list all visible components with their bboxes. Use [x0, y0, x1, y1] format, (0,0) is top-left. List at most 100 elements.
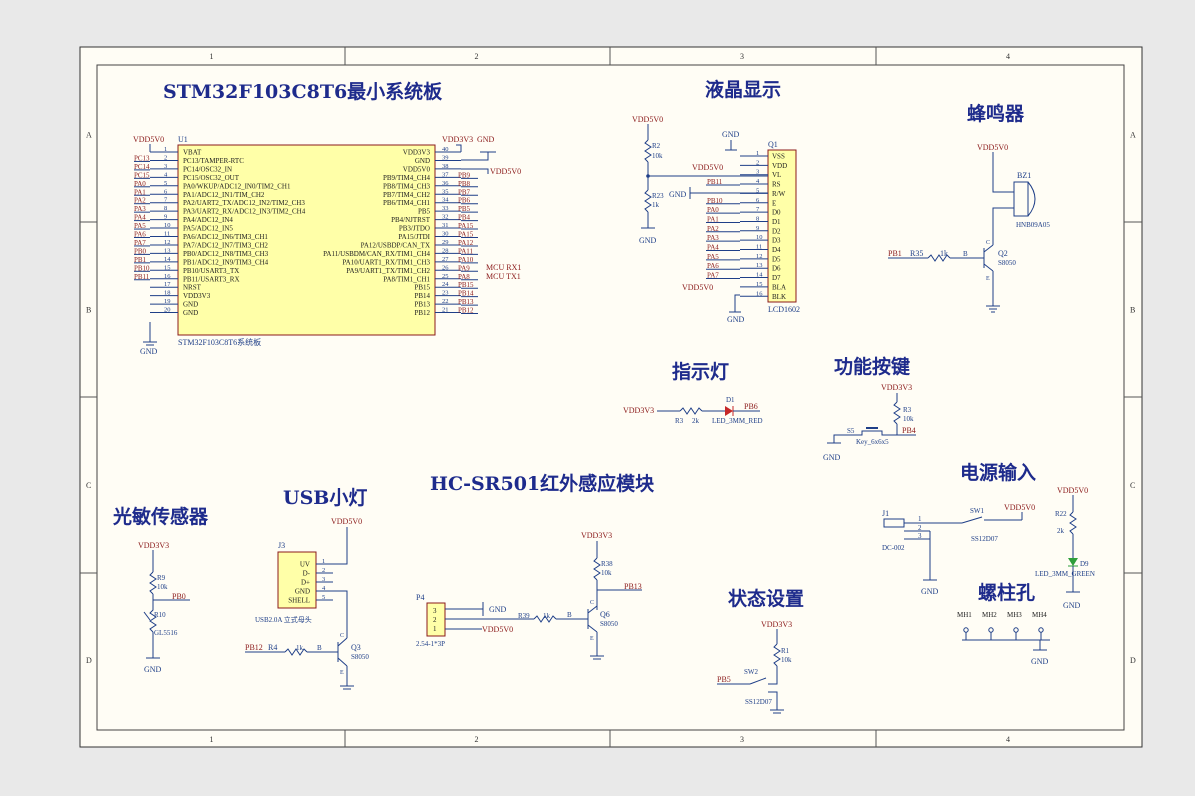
- mcu-right-net: PA10: [458, 256, 474, 264]
- screw-hole-label: MH2: [982, 611, 997, 619]
- st-rv: 10k: [781, 656, 792, 664]
- title-screw: 螺柱孔: [978, 581, 1035, 604]
- mcu-left-pin-name: PB11/USART3_RX: [183, 275, 240, 283]
- mcu-right-pin-name: PB7/TIM4_CH2: [383, 191, 431, 199]
- mcu-left-pin-num: 8: [164, 205, 167, 212]
- mcu-right-pin-num: 38: [442, 163, 449, 170]
- lcd-vdd-bla: VDD5V0: [682, 283, 713, 292]
- usb-e: E: [340, 670, 344, 676]
- pir-vdd-top: VDD3V3: [581, 531, 612, 540]
- mcu-vdd33-wire: [456, 144, 462, 152]
- key-gnd: GND: [823, 453, 841, 462]
- mcu-left-pin-num: 7: [164, 197, 168, 204]
- lcd-pin-num: 5: [756, 187, 759, 194]
- mcu-left-net: PA4: [134, 214, 146, 222]
- key-block: VDD3V3 R3 10k PB4 S5 Key_6x6x5 GND: [823, 383, 916, 462]
- lcd-pin-num: 14: [756, 272, 763, 279]
- title-power: 电源输入: [960, 461, 1036, 484]
- pwr-p1: 1: [918, 515, 922, 523]
- mcu-right-net: PA15: [458, 222, 474, 230]
- st-net: PB5: [717, 675, 731, 684]
- frame-col-bottom: 1: [210, 735, 214, 744]
- usb-resistor: [284, 648, 308, 656]
- buzzer-block: VDD5V0 BZ1 HNB09A05 PB1 R35 1k B Q2 S805…: [888, 143, 1050, 313]
- light-gnd: GND: [144, 665, 162, 674]
- buzzer-r-val: 1k: [940, 249, 948, 258]
- mcu-vdd-right: VDD3V3: [442, 135, 473, 144]
- usb-q-c: [337, 637, 348, 647]
- lcd-r2: [644, 139, 652, 163]
- lcd-pin-name: D3: [772, 237, 781, 245]
- power-block: J1 DC-002 1 2 3 GND SW1 VDD5V0 SS12D07 V…: [882, 486, 1095, 610]
- mcu-vdd-left: VDD5V0: [133, 135, 164, 144]
- mcu-left-pin-name: PA1/ADC12_IN1/TIM_CH2: [183, 191, 265, 199]
- lcd-gnd-top: GND: [722, 130, 740, 139]
- st-switch: [749, 677, 767, 685]
- mcu-left-pin-name: GND: [183, 309, 198, 317]
- mcu-right-pin-name: PB6/TIM4_CH1: [383, 199, 431, 207]
- pir-r38-ref: R38: [601, 560, 613, 568]
- lcd-pin-num: 12: [756, 253, 763, 260]
- mcu-left-pin-num: 12: [164, 239, 171, 246]
- usb-part: USB2.0A 立式母头: [255, 615, 312, 624]
- usb-q-e: [337, 657, 348, 667]
- pwr-sw: SW1: [970, 507, 985, 515]
- mcu-left-pin-num: 6: [164, 188, 168, 195]
- frame-col-top: 4: [1006, 52, 1010, 61]
- frame-row-right: C: [1130, 481, 1135, 490]
- lcd-gnd-left: GND: [639, 236, 657, 245]
- buzzer-resistor: [927, 254, 951, 262]
- usb-pin-name: UV: [300, 561, 310, 569]
- screw-hole-label: MH1: [957, 611, 972, 619]
- mcu-left-pin-name: PC15/OSC32_OUT: [183, 174, 240, 182]
- mcu-right-pin-num: 23: [442, 290, 449, 297]
- light-r: R9: [157, 574, 166, 582]
- mcu-right-pin-num: 34: [442, 197, 449, 204]
- lcd-pin-name: VSS: [772, 153, 785, 161]
- mcu-block: U1 STM32F103C8T6系统板 VDD5V0 VDD3V3 GND VD…: [133, 135, 521, 356]
- mcu-left-pin-num: 1: [164, 146, 167, 153]
- st-r: R1: [781, 647, 790, 655]
- usb-pin-name: D-: [303, 570, 311, 578]
- mcu-left-pin-name: PA0/WKUP/ADC12_IN0/TIM2_CH1: [183, 182, 291, 190]
- lcd-pin-num: 10: [756, 234, 763, 241]
- mcu-left-pin-name: GND: [183, 301, 198, 309]
- pwr-gnd: GND: [921, 587, 939, 596]
- mcu-left-net: PA2: [134, 197, 146, 205]
- pir-r39-val: 1k: [543, 612, 551, 620]
- mcu-right-net: PB7: [458, 188, 471, 196]
- mcu-right-net: PB6: [458, 197, 471, 205]
- st-gnd-wire: [768, 691, 778, 710]
- mcu-left-pin-name: PA4/ADC12_IN4: [183, 216, 233, 224]
- light-ldr: [149, 600, 157, 633]
- lcd-pin-name: E: [772, 199, 776, 207]
- mcu-left-pin-name: PC14/OSC32_IN: [183, 165, 232, 173]
- ind-rv: 2k: [692, 417, 700, 425]
- pwr-p3: 3: [918, 532, 922, 540]
- usb-qp: S8050: [351, 653, 369, 661]
- mcu-left-net: PC15: [134, 171, 150, 179]
- pir-r38: [593, 557, 601, 581]
- mcu-right-net: PA8: [458, 273, 470, 281]
- mcu-right-pin-name: PA9/UART1_TX/TIM1_CH2: [346, 267, 430, 275]
- led-green-icon: [1068, 558, 1078, 566]
- usb-vdd: VDD5V0: [331, 517, 362, 526]
- lcd-pin-name: D7: [772, 274, 781, 282]
- status-block: VDD3V3 R1 10k PB5 SW2 SS12D07: [717, 620, 792, 714]
- pwr-j: J1: [882, 509, 889, 518]
- usb-pin-num: 3: [322, 576, 325, 583]
- mcu-left-pin-num: 9: [164, 214, 167, 221]
- lcd-junction: [646, 174, 650, 178]
- light-net: PB0: [172, 592, 186, 601]
- mcu-left-net: PA0: [134, 180, 146, 188]
- pwr-r: R22: [1055, 510, 1067, 518]
- buzzer-part: HNB09A05: [1016, 221, 1050, 229]
- mcu-left-pin-num: 18: [164, 290, 171, 297]
- pir-qp: S8050: [600, 620, 618, 628]
- lcd-net: PB11: [707, 178, 723, 186]
- mcu-right-net: PB12: [458, 307, 474, 315]
- frame-row-left: B: [86, 306, 91, 315]
- title-light: 光敏传感器: [112, 505, 209, 528]
- key-s: S5: [847, 427, 855, 435]
